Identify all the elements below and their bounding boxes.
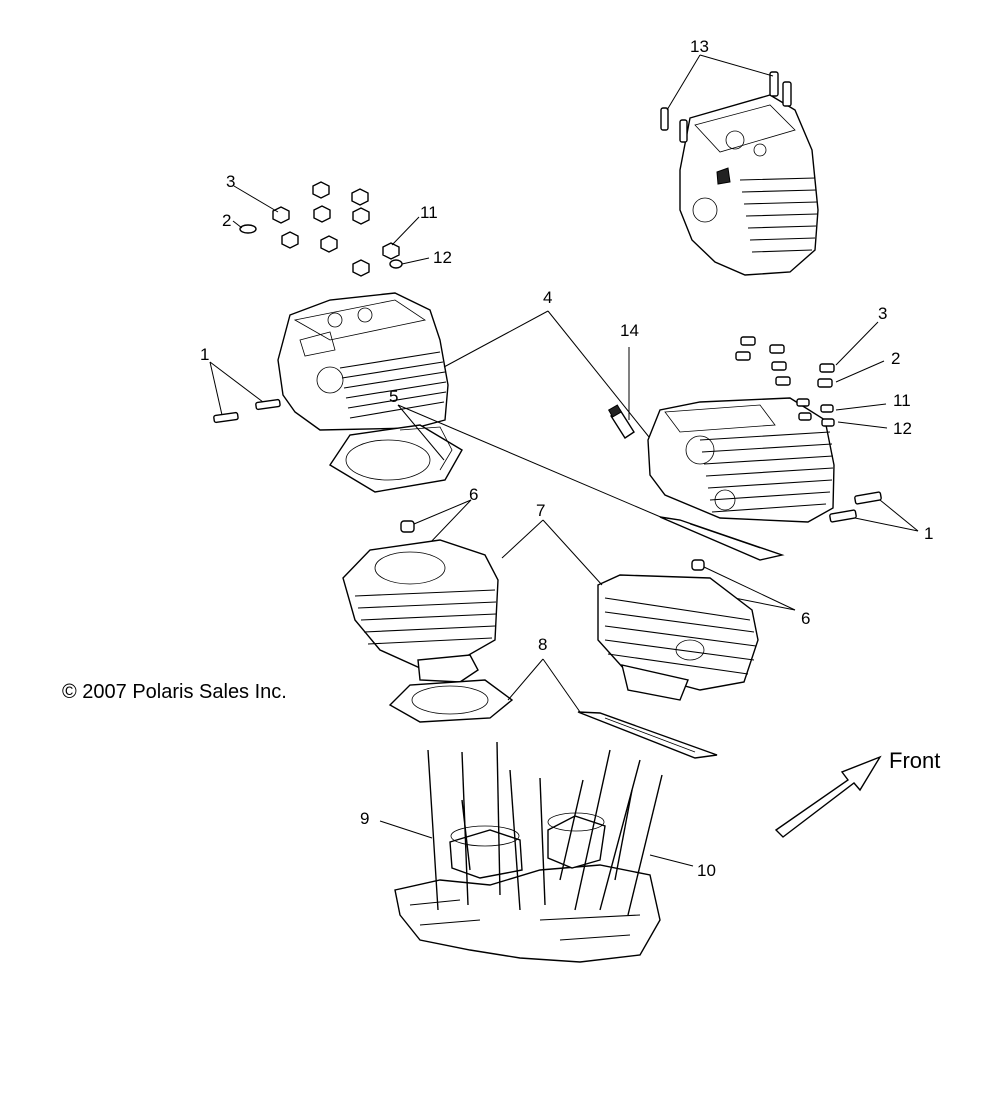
rear-cylinder-head [647,397,835,523]
callout-1-left: 1 [200,345,210,364]
callout-7: 7 [536,501,546,520]
callout-12-right: 12 [893,419,912,438]
callout-12-left: 12 [433,248,452,267]
rear-cylinder [597,574,759,701]
nuts-and-washers-left [239,181,403,277]
callout-1-right: 1 [924,524,934,543]
pushrods-9 [427,741,546,911]
pushrods-10 [559,749,663,916]
front-direction-arrow [774,755,882,838]
dowel-pins-13 [660,71,792,143]
front-label: Front [889,748,941,773]
callout-4: 4 [543,288,553,307]
callout-13: 13 [690,37,709,56]
rear-cylinder-head-top-view [679,94,819,276]
front-cylinder-head [277,292,449,431]
callout-2-right: 2 [891,349,901,368]
front-cylinder [342,539,499,683]
dowel-pins-right-1 [829,491,882,523]
callout-3-left: 3 [226,172,236,191]
base-gasket-front [388,679,514,723]
callout-8: 8 [538,635,548,654]
callout-9: 9 [360,809,370,828]
dowel-pins-left-1 [213,398,281,424]
nuts-and-washers-right [735,336,835,427]
callout-6-right: 6 [801,609,811,628]
head-gasket-rear [659,516,785,561]
callout-11-left: 11 [420,203,438,222]
callout-10: 10 [697,861,716,880]
callout-6-left: 6 [469,485,479,504]
callout-5: 5 [389,387,399,406]
coolant-sensor-14 [607,404,635,439]
callout-11-right: 11 [893,391,911,410]
callout-14: 14 [620,321,639,340]
copyright-notice: © 2007 Polaris Sales Inc. [62,681,287,703]
callout-2-left: 2 [222,211,232,230]
base-gasket-rear [577,711,718,759]
callout-3-right: 3 [878,304,888,323]
